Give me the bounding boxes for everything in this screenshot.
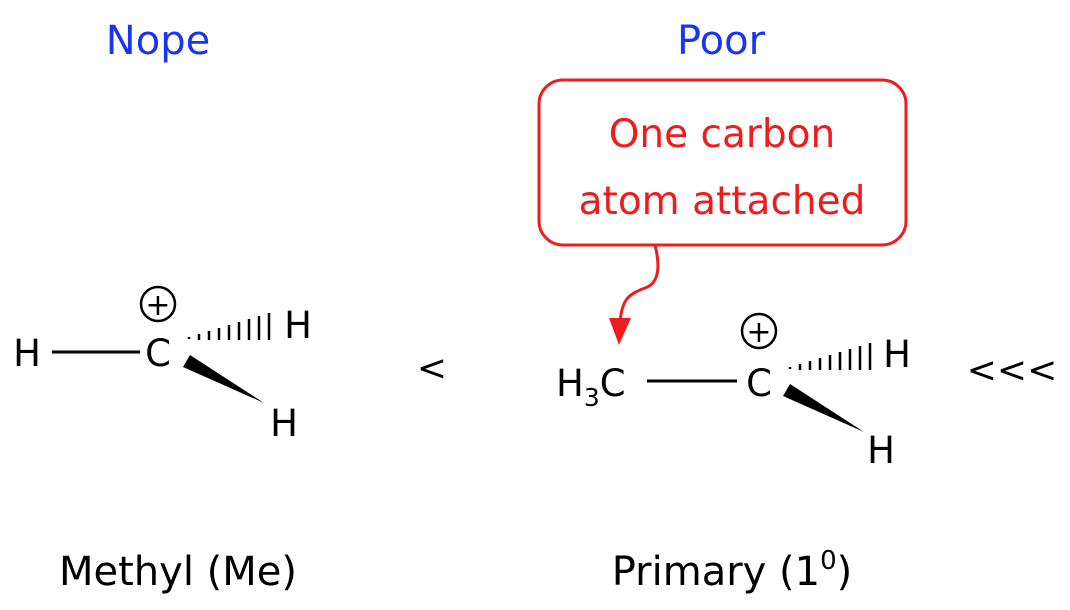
label-primary-superscript: 0 xyxy=(820,546,837,576)
callout-line-1: One carbon xyxy=(609,112,836,157)
methyl-hashed-bond xyxy=(187,313,271,340)
methyl-wedge-bond xyxy=(183,355,264,403)
primary-carbon: C xyxy=(746,362,772,405)
primary-ch3-group: H3C xyxy=(556,362,626,412)
primary-structure: H3C C + H H xyxy=(556,312,911,472)
label-primary-text: Primary (1 xyxy=(612,549,820,595)
primary-ch3-h: H xyxy=(556,362,584,405)
methyl-structure: H C + H H xyxy=(13,285,312,445)
label-primary-close: ) xyxy=(837,549,853,595)
methyl-charge-circle xyxy=(139,285,177,323)
much-less-than-symbol: <<< xyxy=(967,350,1058,391)
callout-arrow xyxy=(618,244,660,323)
methyl-h-bottom: H xyxy=(270,402,298,445)
methyl-charge: + xyxy=(145,288,170,323)
primary-ch3-c: C xyxy=(600,362,626,405)
label-methyl: Methyl (Me) xyxy=(59,549,297,595)
methyl-carbon: C xyxy=(145,332,171,375)
primary-charge-circle xyxy=(740,312,778,350)
callout-line-2: atom attached xyxy=(579,179,866,224)
less-than-symbol: < xyxy=(417,348,447,389)
primary-wedge-bond xyxy=(783,384,864,432)
methyl-h-top: H xyxy=(284,304,312,347)
primary-ch3-subscript: 3 xyxy=(584,383,600,412)
callout: One carbon atom attached xyxy=(537,78,908,345)
primary-charge: + xyxy=(746,315,771,350)
primary-h-bottom: H xyxy=(867,429,895,472)
primary-h-top: H xyxy=(883,333,911,376)
label-primary: Primary (10) xyxy=(612,546,853,595)
heading-primary: Poor xyxy=(677,18,766,64)
callout-box xyxy=(537,78,908,247)
methyl-h-left: H xyxy=(13,332,41,375)
callout-arrowhead xyxy=(609,318,631,345)
heading-methyl: Nope xyxy=(106,18,210,64)
primary-hashed-bond xyxy=(788,343,872,370)
